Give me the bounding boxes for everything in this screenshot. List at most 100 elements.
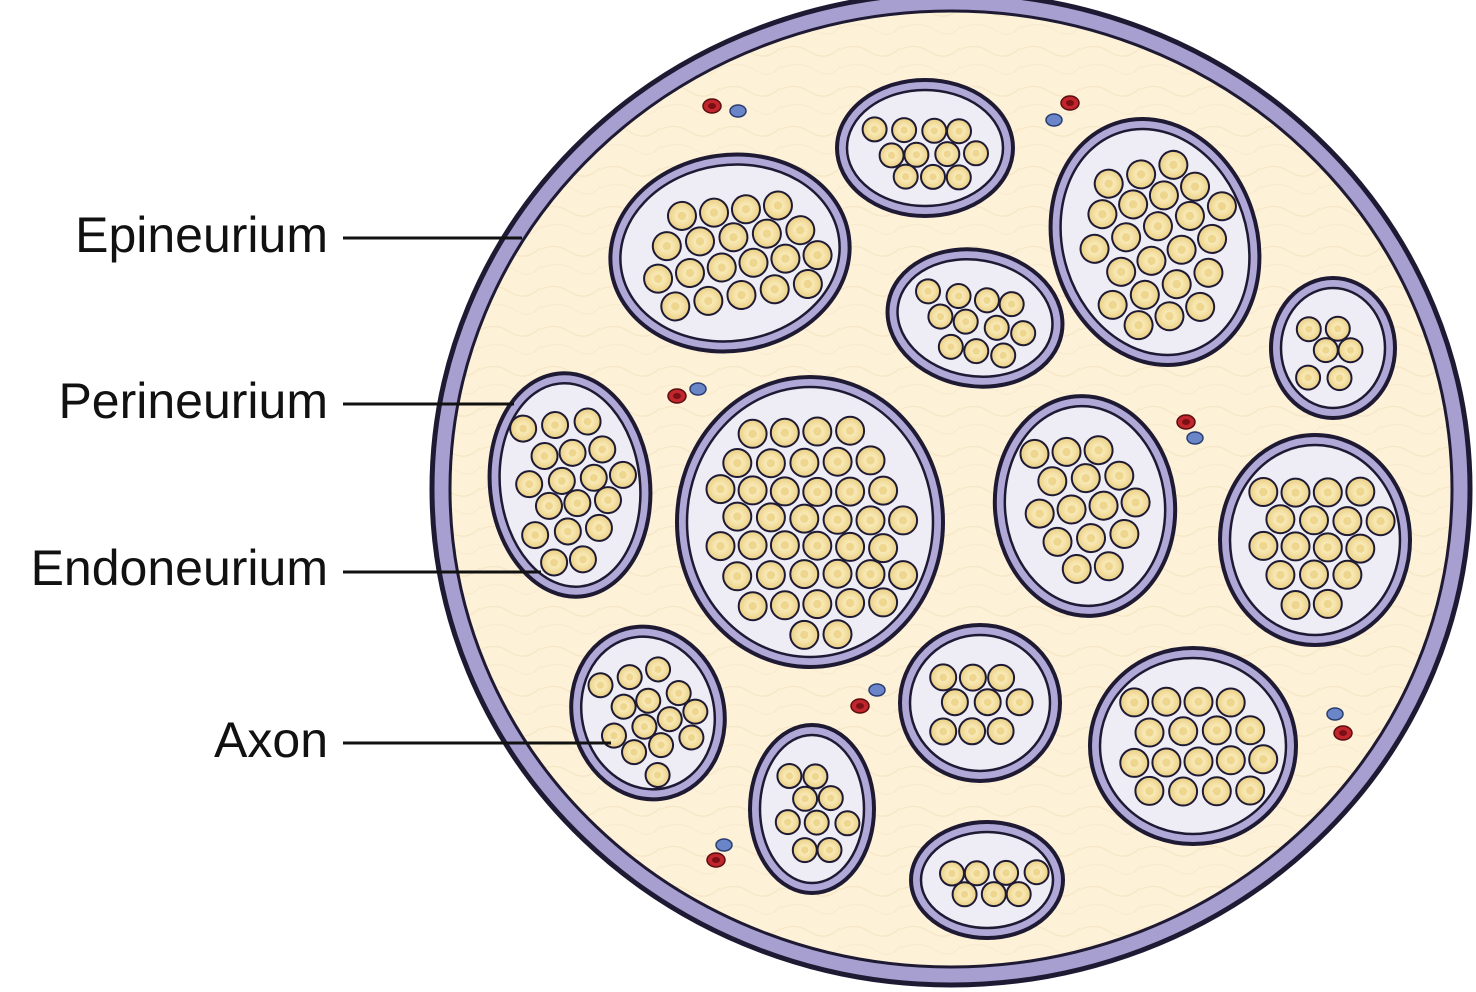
axon-core (1015, 698, 1024, 707)
axon-core (675, 689, 683, 697)
axon-core (687, 733, 696, 742)
axon-core (1035, 509, 1044, 518)
fascicle (608, 152, 852, 354)
axon-core (878, 543, 888, 553)
axon-core (653, 274, 663, 283)
axon-core (785, 772, 794, 780)
vein (868, 683, 886, 697)
axon-core (1259, 487, 1268, 497)
axon-core (1162, 758, 1171, 767)
axon-core (833, 457, 842, 466)
axon-core (762, 229, 772, 238)
axon-core (1116, 267, 1126, 277)
axon-core (972, 149, 980, 157)
axon-core (1136, 170, 1146, 179)
axon-core (1194, 757, 1203, 766)
axon-core (685, 268, 695, 278)
axon-core (716, 484, 725, 494)
axon-core (1194, 697, 1203, 706)
axon-core (825, 846, 834, 854)
fascicle (748, 723, 876, 895)
axon-core (1098, 209, 1107, 219)
axon-core (833, 630, 842, 639)
axon-core (653, 771, 662, 779)
fascicle (1088, 646, 1298, 846)
axon-core (1067, 505, 1076, 514)
axon-core (813, 487, 822, 497)
axon-core (1226, 698, 1235, 707)
axon-core (1048, 477, 1057, 486)
axon-core (1090, 244, 1099, 254)
artery-lumen (1339, 730, 1347, 736)
axon-core (626, 673, 634, 681)
fascicle (1218, 433, 1412, 647)
axon-core (741, 205, 751, 214)
axon-core (1259, 755, 1268, 764)
axon-core (573, 499, 582, 508)
axon-core (1159, 191, 1169, 200)
axon-core (968, 727, 976, 736)
axon-core (1130, 758, 1139, 768)
axon-core (924, 287, 932, 295)
axon-core (813, 819, 821, 827)
axon-core (557, 477, 566, 485)
axon-core (803, 279, 813, 289)
axon-core (888, 151, 896, 159)
endoneurium-label: Endoneurium (31, 540, 328, 596)
axon-core (1165, 312, 1174, 321)
axon-core (898, 570, 908, 580)
axon-core (1376, 517, 1385, 526)
axon-core (936, 312, 945, 321)
axon-core (550, 558, 559, 567)
axon-core (540, 452, 549, 460)
axon-core (866, 516, 875, 525)
axon-core (997, 674, 1005, 682)
axon-core (784, 818, 792, 826)
axon-core (654, 665, 662, 674)
axon-core (1053, 537, 1062, 547)
axon-core (766, 459, 776, 468)
axon-core (1343, 570, 1352, 579)
axon-core (801, 846, 809, 854)
axon-core (1121, 233, 1131, 242)
axon-core (620, 703, 628, 711)
axon-core (596, 681, 605, 689)
axon-core (801, 795, 809, 803)
fascicle (992, 394, 1178, 618)
axon-core (1179, 727, 1188, 736)
axon-core (1226, 756, 1236, 765)
axon-core (1309, 570, 1319, 579)
axon-core (1094, 446, 1103, 455)
axon-core (943, 150, 951, 158)
axon-core (1246, 786, 1255, 795)
axon-core (1145, 728, 1154, 737)
axon-core (1304, 374, 1312, 382)
axon-core (845, 487, 855, 496)
axon-core (551, 421, 559, 429)
axon-core (996, 727, 1005, 735)
axon-core (716, 541, 725, 551)
axon-core (845, 426, 855, 435)
axon-core (929, 173, 937, 181)
fascicle (675, 375, 945, 669)
axon-core (1276, 570, 1285, 580)
axon-core (1108, 300, 1117, 310)
axon-core (519, 424, 528, 433)
axon-label: Axon (214, 712, 328, 768)
axon-core (1305, 325, 1313, 333)
axon-core (563, 527, 572, 536)
axon-core (770, 285, 779, 294)
axon-core (969, 673, 977, 682)
axon-core (813, 250, 822, 260)
axon-core (800, 569, 809, 579)
axon-core (1147, 256, 1156, 266)
axon-core (800, 458, 809, 467)
axon-core (827, 794, 835, 802)
axon-core (677, 211, 687, 221)
axon-core (999, 351, 1007, 360)
axon-core (717, 263, 726, 272)
axon-core (579, 555, 587, 564)
axon-core (1140, 290, 1150, 300)
axon-core (1207, 234, 1217, 244)
axon-core (1153, 222, 1163, 231)
